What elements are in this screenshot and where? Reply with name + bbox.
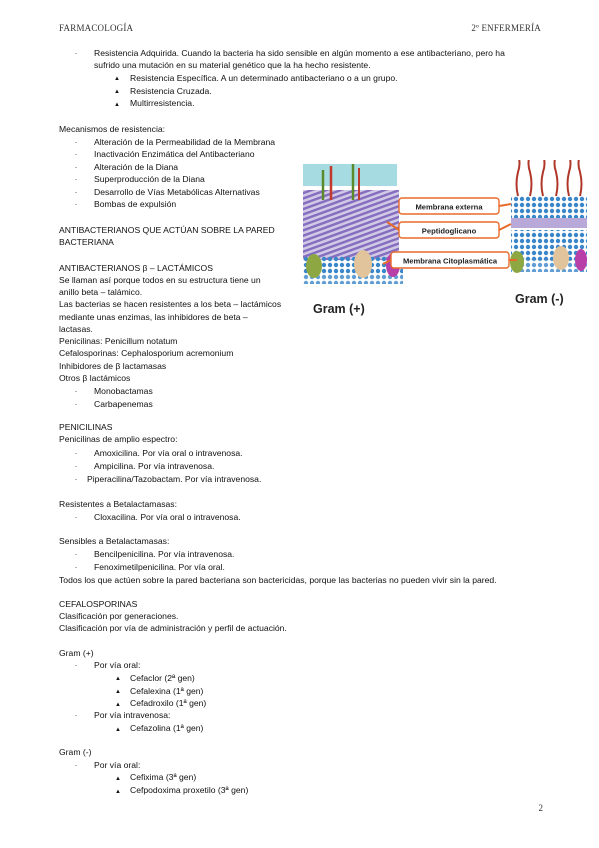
penicilinas-title: PENICILINAS bbox=[59, 422, 113, 432]
cefalo-item: Cefaclor (2ª gen) bbox=[130, 673, 195, 683]
label-membrana-citoplasmatica: Membrana Citoplasmática bbox=[403, 257, 498, 266]
bullet: · bbox=[74, 174, 78, 184]
resistentes-title: Resistentes a Betalactamasas: bbox=[59, 499, 177, 509]
bullet: · bbox=[74, 162, 78, 172]
bullet: · bbox=[74, 399, 78, 409]
bullet: · bbox=[74, 199, 78, 209]
betalact-line: lactasas. bbox=[59, 324, 93, 334]
bullet: · bbox=[74, 562, 78, 572]
gram-neg-heading: Gram (-) bbox=[59, 747, 92, 757]
triangle-bullet: ▲ bbox=[115, 689, 121, 695]
mecanismo-item: Superproducción de la Diana bbox=[94, 174, 205, 184]
betalact-line: mediante unas enzimas, las inhibidores d… bbox=[59, 312, 248, 322]
cefalo-title: CEFALOSPORINAS bbox=[59, 599, 138, 609]
bullet: · bbox=[74, 760, 78, 770]
triangle-bullet: ▲ bbox=[115, 702, 121, 708]
header-subject: FARMACOLOGÍA bbox=[59, 23, 134, 33]
cefalo-line: Clasificación por generaciones. bbox=[59, 611, 179, 621]
penicilinas-subtitle: Penicilinas de amplio espectro: bbox=[59, 434, 178, 444]
gram-pos-heading: Gram (+) bbox=[59, 648, 94, 658]
bullet: · bbox=[74, 474, 78, 484]
betalact-line: Otros β lactámicos bbox=[59, 373, 131, 383]
via-oral-label: Por vía oral: bbox=[94, 660, 141, 670]
mecanismo-item: Desarrollo de Vías Metabólicas Alternati… bbox=[94, 187, 260, 197]
cefalo-item: Cefadroxilo (1ª gen) bbox=[130, 698, 207, 708]
triangle-bullet: ▲ bbox=[115, 776, 121, 782]
label-gram-negative: Gram (-) bbox=[515, 292, 564, 306]
bullet: · bbox=[74, 549, 78, 559]
bullet: · bbox=[74, 149, 78, 159]
bullet: · bbox=[74, 461, 78, 471]
cell-wall-figure: Membrana externa Peptidoglicano Membrana… bbox=[303, 153, 587, 320]
penicilinas-note: Todos los que actúen sobre la pared bact… bbox=[59, 575, 497, 585]
triangle-bullet: ▲ bbox=[114, 76, 120, 82]
triangle-bullet: ▲ bbox=[114, 89, 120, 95]
bullet: · bbox=[74, 187, 78, 197]
mecanismo-item: Bombas de expulsión bbox=[94, 199, 177, 209]
section-title-pared-2: BACTERIANA bbox=[59, 237, 114, 247]
bullet: · bbox=[74, 137, 78, 147]
intro-line-1: Resistencia Adquirida. Cuando la bacteri… bbox=[94, 48, 505, 58]
bullet: · bbox=[74, 448, 78, 458]
via-iv-label: Por vía intravenosa: bbox=[94, 710, 171, 720]
betalact-line: Se llaman así porque todos en su estruct… bbox=[59, 275, 261, 285]
mecanismos-title: Mecanismos de resistencia: bbox=[59, 124, 166, 134]
intro-sub-item: Resistencia Cruzada. bbox=[130, 86, 212, 96]
bullet: · bbox=[74, 512, 78, 522]
mecanismo-item: Alteración de la Permeabilidad de la Mem… bbox=[94, 137, 276, 147]
label-peptidoglicano: Peptidoglicano bbox=[422, 227, 477, 236]
cefalo-item: Cefixima (3ª gen) bbox=[130, 772, 197, 782]
intro-sub-item: Resistencia Específica. A un determinado… bbox=[130, 73, 398, 83]
cefalo-line: Clasificación por vía de administración … bbox=[59, 623, 287, 633]
sensibles-title: Sensibles a Betalactamasas: bbox=[59, 536, 170, 546]
label-gram-positive: Gram (+) bbox=[313, 302, 365, 316]
gram-positive-wall bbox=[303, 164, 403, 284]
betalact-line: Penicilinas: Penicillum notatum bbox=[59, 336, 178, 346]
section-title-pared: ANTIBACTERIANOS QUE ACTÚAN SOBRE LA PARE… bbox=[59, 225, 275, 235]
betalact-line: anillo beta – talámico. bbox=[59, 287, 143, 297]
penicilina-item: Piperacilina/Tazobactam. Por vía intrave… bbox=[87, 474, 262, 484]
penicilina-item: Ampicilina. Por vía intravenosa. bbox=[94, 461, 215, 471]
via-oral-label: Por vía oral: bbox=[94, 760, 141, 770]
betalact-line: Las bacterias se hacen resistentes a los… bbox=[59, 299, 282, 309]
betalact-line: Inhibidores de β lactamasas bbox=[59, 361, 167, 371]
triangle-bullet: ▲ bbox=[115, 676, 121, 682]
sensible-item: Fenoximetilpenicilina. Por vía oral. bbox=[94, 562, 225, 572]
header-course: 2º ENFERMERÍA bbox=[471, 23, 541, 33]
triangle-bullet: ▲ bbox=[115, 789, 121, 795]
label-membrana-externa: Membrana externa bbox=[415, 203, 483, 212]
sensible-item: Bencilpenicilina. Por vía intravenosa. bbox=[94, 549, 235, 559]
bullet: · bbox=[74, 660, 78, 670]
triangle-bullet: ▲ bbox=[114, 102, 120, 108]
page-number: 2 bbox=[538, 803, 544, 813]
penicilina-item: Amoxicilina. Por vía oral o intravenosa. bbox=[94, 448, 243, 458]
betalact-item: Carbapenemas bbox=[94, 399, 153, 409]
betalact-title: ANTIBACTERIANOS β – LACTÁMICOS bbox=[59, 263, 213, 273]
triangle-bullet: ▲ bbox=[115, 727, 121, 733]
bullet: · bbox=[74, 386, 78, 396]
mecanismo-item: Alteración de la Diana bbox=[94, 162, 179, 172]
intro-line-2: sufrido una mutación en su material gené… bbox=[94, 60, 371, 70]
cefalo-item: Cefpodoxima proxetilo (3ª gen) bbox=[130, 785, 249, 795]
bullet: · bbox=[74, 48, 78, 58]
cefalo-item: Cefalexina (1ª gen) bbox=[130, 686, 204, 696]
intro-sub-item: Multirresistencia. bbox=[130, 98, 195, 108]
resistente-item: Cloxacilina. Por vía oral o intravenosa. bbox=[94, 512, 241, 522]
betalact-line: Cefalosporinas: Cephalosporium acremoniu… bbox=[59, 348, 234, 358]
betalact-item: Monobactamas bbox=[94, 386, 153, 396]
bullet: · bbox=[74, 710, 78, 720]
mecanismo-item: Inactivación Enzimática del Antibacteria… bbox=[94, 149, 255, 159]
cefalo-item: Cefazolina (1ª gen) bbox=[130, 723, 204, 733]
gram-negative-wall bbox=[510, 153, 587, 273]
